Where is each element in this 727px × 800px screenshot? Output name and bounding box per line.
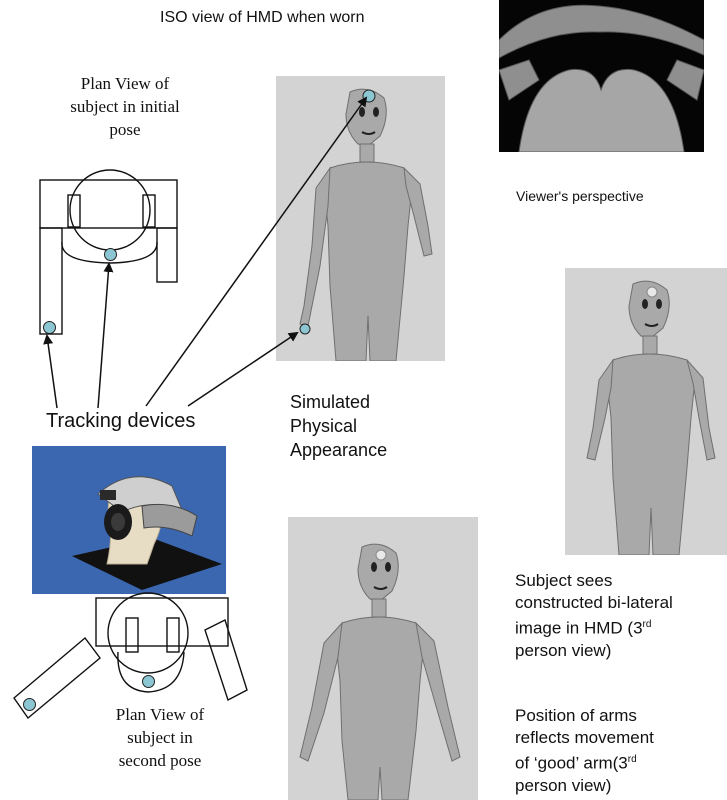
subject-sees-label: Subject sees constructed bi-lateral imag… [515, 570, 673, 662]
viewer-perspective-label: Viewer's perspective [516, 188, 644, 204]
position-of-arms-label: Position of arms reflects movement of ‘g… [515, 705, 654, 797]
hmd-viewer-perspective-icon [499, 0, 704, 152]
arrow-to-head-sensor-initial [98, 264, 109, 408]
tracking-sensor-icon [43, 321, 56, 334]
plan-view-second-label: Plan View of subject in second pose [75, 703, 245, 772]
arm-movement-render [288, 517, 478, 800]
simulated-appearance-render [276, 76, 445, 361]
viewer-perspective-render [499, 0, 704, 152]
tracking-sensor-icon [142, 675, 155, 688]
tracking-devices-label: Tracking devices [46, 410, 195, 433]
iso-view-title: ISO view of HMD when worn [160, 9, 365, 27]
tracking-sensor-icon [23, 698, 36, 711]
tracking-sensor-icon [104, 248, 117, 261]
simulated-appearance-label: Simulated Physical Appearance [290, 390, 387, 462]
arrow-to-wrist-sensor-initial [47, 336, 57, 408]
plan-view-initial-label: Plan View of subject in initial pose [40, 72, 210, 141]
head-mounted-display-photo-icon [32, 446, 226, 594]
bilateral-view-render [565, 268, 727, 555]
